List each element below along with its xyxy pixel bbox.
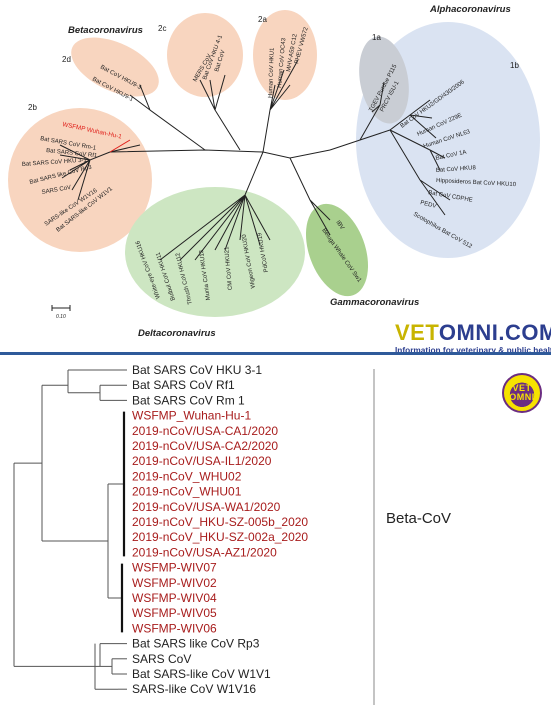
taxon-label: Bat CoV HKU8 bbox=[436, 165, 477, 174]
beta-2c-blob bbox=[167, 13, 243, 97]
tree-branches bbox=[59, 59, 451, 261]
leaf-label: WSFMP-WIV05 bbox=[132, 606, 217, 620]
brand-tagline: Information for veterinary & public heal… bbox=[395, 345, 551, 355]
subgroup-label-2b: 2b bbox=[28, 103, 37, 112]
leaf-label: 2019-nCoV/USA-CA1/2020 bbox=[132, 424, 278, 438]
subgroup-label-1b: 1b bbox=[510, 61, 519, 70]
leaf-label: 2019-nCoV/USA-CA2/2020 bbox=[132, 439, 278, 453]
unrooted-phylogenetic-tree: Alphacoronavirus Betacoronavirus Gammaco… bbox=[8, 4, 540, 339]
leaf-label: SARS-like CoV W1V16 bbox=[132, 682, 256, 696]
taxon-label: IBV bbox=[334, 220, 344, 231]
taxon-label: Hipposideros Bat CoV HKU10 bbox=[436, 178, 517, 188]
leaf-label: SARS CoV bbox=[132, 652, 191, 666]
scale-bar: 0.10 bbox=[51, 305, 71, 320]
leaf-label: WSFMP_Wuhan-Hu-1 bbox=[132, 409, 251, 423]
genus-label-delta: Deltacoronavirus bbox=[138, 328, 216, 339]
leaf-label: Bat SARS like CoV Rp3 bbox=[132, 637, 260, 651]
genus-label-beta: Betacoronavirus bbox=[68, 25, 143, 36]
leaf-label: Bat SARS CoV HKU 3-1 bbox=[132, 363, 262, 377]
leaf-label: 2019-nCoV_HKU-SZ-002a_2020 bbox=[132, 530, 308, 544]
leaf-label: 2019-nCoV/USA-IL1/2020 bbox=[132, 454, 272, 468]
leaf-label: 2019-nCoV_WHU01 bbox=[132, 485, 242, 499]
beta-2b-blob bbox=[8, 108, 152, 252]
subgroup-label-2d: 2d bbox=[62, 55, 71, 64]
leaf-label: 2019-nCoV/USA-WA1/2020 bbox=[132, 500, 281, 514]
gamma-blob bbox=[305, 203, 369, 297]
taxon-label: Bat SARS CoV Rf1 bbox=[46, 148, 98, 159]
beta-2a-blob bbox=[253, 10, 317, 100]
genus-label-gamma: Gammacoronavirus bbox=[330, 297, 419, 308]
taxon-label: Bat SARS CoV HKU 3-1 bbox=[22, 157, 88, 168]
subgroup-label-2a: 2a bbox=[258, 15, 267, 24]
beta-2d-blob bbox=[71, 37, 159, 97]
genus-label-alpha: Alphacoronavirus bbox=[429, 4, 511, 15]
vetomni-logo: VETOMNI.COM Information for veterinary &… bbox=[395, 320, 551, 356]
leaf-label: Bat SARS-like CoV W1V1 bbox=[132, 667, 271, 681]
leaf-label: 2019-nCoV_HKU-SZ-005b_2020 bbox=[132, 515, 308, 529]
alpha-1a-blob bbox=[359, 36, 409, 124]
leaf-label: Bat SARS CoV Rf1 bbox=[132, 378, 235, 392]
taxon-label: Human CoV OC43 bbox=[277, 37, 287, 88]
tree-branches bbox=[13, 369, 127, 690]
tree-collapsed-clades bbox=[120, 411, 126, 633]
taxon-label: SARS CoV bbox=[41, 185, 71, 196]
leaf-label: WSFMP-WIV02 bbox=[132, 576, 217, 590]
panel-divider bbox=[0, 352, 551, 355]
leaf-label: WSFMP-WIV06 bbox=[132, 621, 217, 635]
subgroup-label-2c: 2c bbox=[158, 24, 166, 33]
leaf-label: WSFMP-WIV07 bbox=[132, 561, 217, 575]
taxon-label: CM CoV HKU21 bbox=[224, 246, 234, 291]
taxon-label: Human CoV HKU1 bbox=[268, 47, 276, 98]
scale-bar-label: 0.10 bbox=[56, 314, 66, 320]
delta-blob bbox=[125, 187, 305, 317]
leaf-label: 2019-nCoV_WHU02 bbox=[132, 469, 242, 483]
leaf-label: WSFMP-WIV04 bbox=[132, 591, 217, 605]
brand-wordmark: VETOMNI.COM bbox=[395, 320, 551, 345]
clade-label: Beta-CoV bbox=[386, 510, 451, 527]
leaf-label: Bat SARS CoV Rm 1 bbox=[132, 393, 245, 407]
leaf-label: 2019-nCoV/USA-AZ1/2020 bbox=[132, 545, 277, 559]
taxon-label: PEDV bbox=[420, 200, 437, 210]
subgroup-label-1a: 1a bbox=[372, 33, 381, 42]
